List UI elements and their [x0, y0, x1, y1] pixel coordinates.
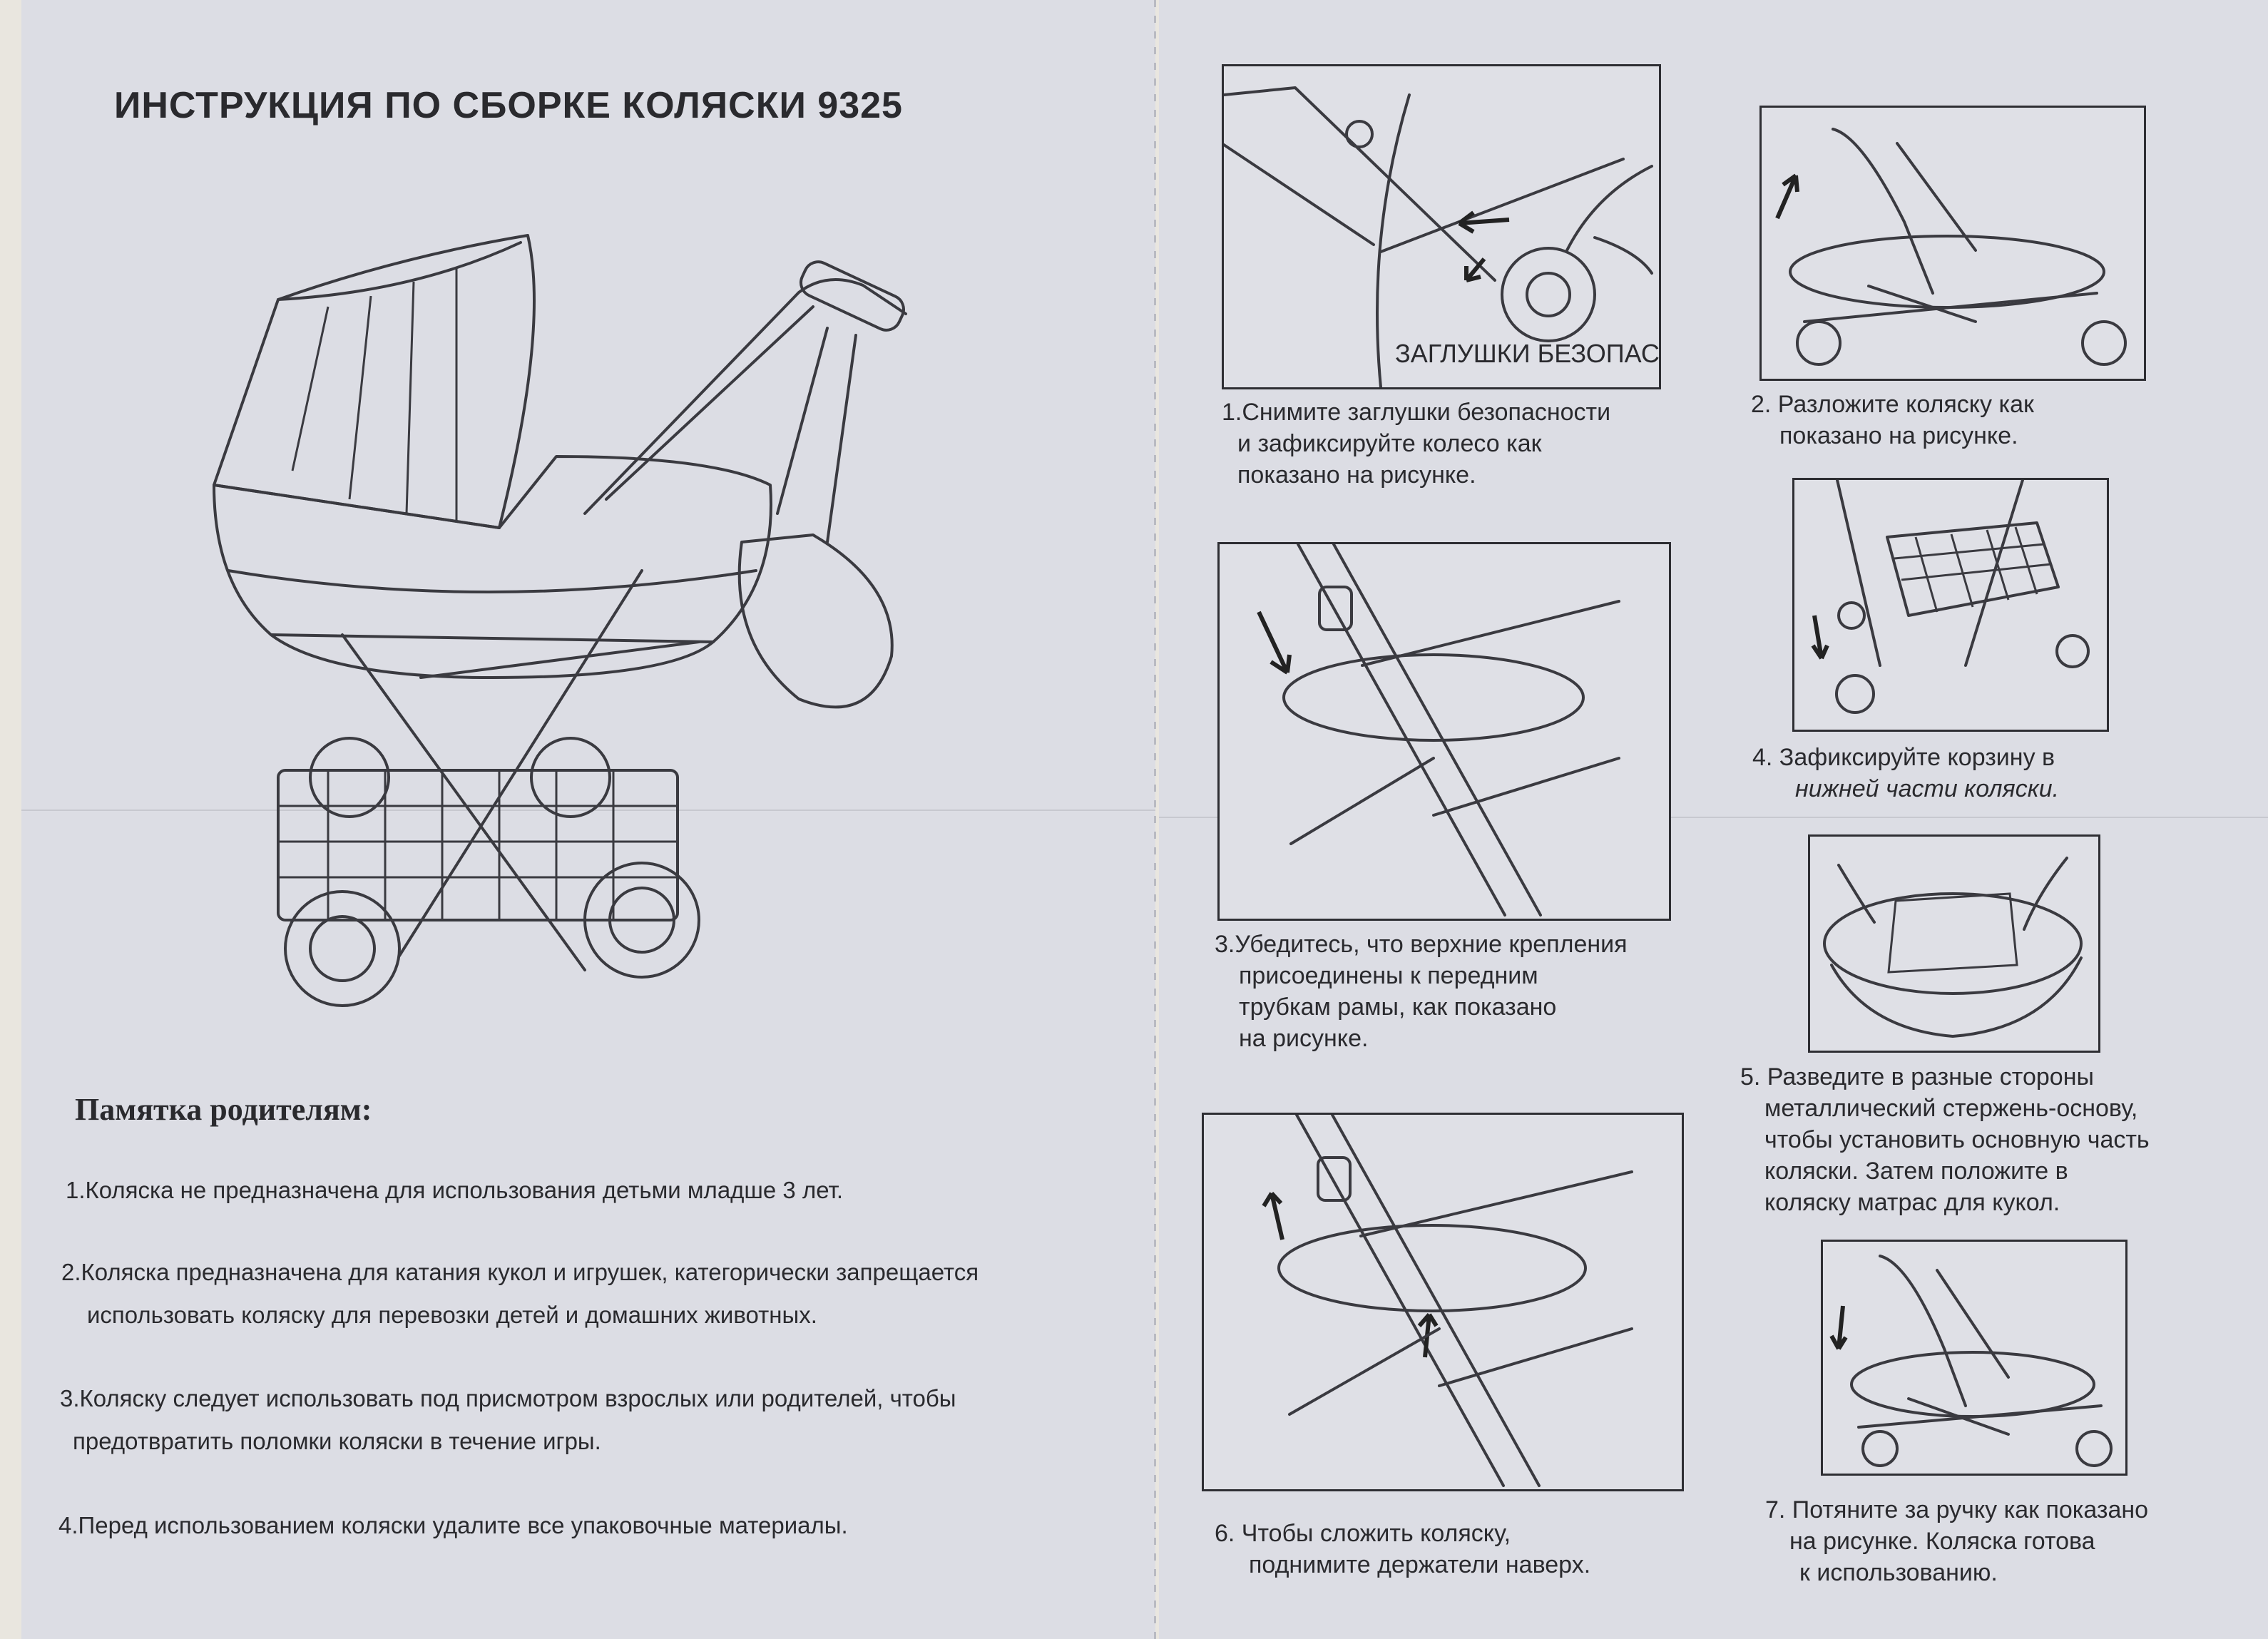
step-1-line-3: показано на рисунке. [1237, 461, 1476, 489]
rule-2-cont: использовать коляску для перевозки детей… [87, 1302, 817, 1328]
step-6-panel [1202, 1113, 1684, 1491]
step-1-panel: ЗАГЛУШКИ БЕЗОПАСНОСТИ [1222, 64, 1661, 389]
step-3-line-4: на рисунке. [1239, 1025, 1369, 1052]
rule-3-cont: предотвратить поломки коляски в течение … [73, 1428, 601, 1454]
left-page: ИНСТРУКЦИЯ ПО СБОРКЕ КОЛЯСКИ 9325 [21, 0, 1155, 1639]
step-5-line-1: 5. Разведите в разные стороны [1740, 1063, 2094, 1091]
step-6-caption: 6. Чтобы сложить коляску, поднимите держ… [1215, 1518, 1590, 1581]
step-3-caption: 3.Убедитесь, что верхние крепления присо… [1215, 929, 1628, 1054]
step-2-panel [1759, 106, 2146, 381]
step-5-line-4: коляски. Затем положите в [1764, 1158, 2068, 1185]
step-4-line-1: 4. Зафиксируйте корзину в [1752, 744, 2055, 771]
step-1-caption: 1.Снимите заглушки безопасности и зафикс… [1222, 397, 1610, 491]
step-2-line-2: показано на рисунке. [1779, 422, 2018, 449]
step-5-caption: 5. Разведите в разные стороны металличес… [1740, 1061, 2150, 1218]
step-7-panel [1821, 1240, 2127, 1476]
step-3-line-2: присоединены к передним [1239, 962, 1538, 989]
stroller-illustration [185, 214, 970, 1013]
rule-2: 2.Коляска предназначена для катания куко… [61, 1259, 979, 1285]
page-title: ИНСТРУКЦИЯ ПО СБОРКЕ КОЛЯСКИ 9325 [114, 85, 903, 126]
rule-4: 4.Перед использованием коляски удалите в… [58, 1512, 848, 1538]
fold-line [21, 810, 1155, 811]
step-1-line-1: 1.Снимите заглушки безопасности [1222, 399, 1611, 426]
safety-caps-label: ЗАГЛУШКИ БЕЗОПАСНОСТИ [1395, 339, 1659, 368]
step-4-line-2: нижней части коляски. [1795, 775, 2060, 802]
step-4-panel [1792, 478, 2109, 732]
step-3-line-3: трубкам рамы, как показано [1239, 994, 1557, 1021]
step-5-line-2: металлический стержень-основу, [1764, 1095, 2138, 1122]
step-6-line-2: поднимите держатели наверх. [1249, 1551, 1591, 1578]
rule-1: 1.Коляска не предназначена для использов… [66, 1177, 844, 1203]
step-6-line-1: 6. Чтобы сложить коляску, [1215, 1520, 1511, 1547]
memo-title: Памятка родителям: [75, 1092, 372, 1127]
rule-3: 3.Коляску следует использовать под присм… [60, 1385, 956, 1411]
step-7-line-2: на рисунке. Коляска готова [1789, 1528, 2095, 1555]
step-7-caption: 7. Потяните за ручку как показано на рис… [1765, 1494, 2148, 1588]
step-3-line-1: 3.Убедитесь, что верхние крепления [1215, 931, 1628, 958]
center-fold [1154, 0, 1156, 1639]
fold-line [1159, 817, 2268, 818]
step-3-panel [1217, 542, 1671, 921]
step-4-caption: 4. Зафиксируйте корзину в нижней части к… [1752, 742, 2059, 805]
step-7-line-1: 7. Потяните за ручку как показано [1765, 1496, 2149, 1523]
step-2-line-1: 2. Разложите коляску как [1751, 391, 2034, 418]
step-5-panel [1808, 834, 2100, 1053]
step-1-line-2: и зафиксируйте колесо как [1237, 430, 1542, 457]
step-2-caption: 2. Разложите коляску как показано на рис… [1751, 389, 2034, 451]
step-5-line-3: чтобы установить основную часть [1764, 1126, 2150, 1153]
right-page: ЗАГЛУШКИ БЕЗОПАСНОСТИ 1.Снимите заглушки… [1159, 0, 2268, 1639]
step-5-line-5: коляску матрас для кукол. [1764, 1189, 2060, 1216]
step-7-line-3: к использованию. [1799, 1559, 1998, 1586]
